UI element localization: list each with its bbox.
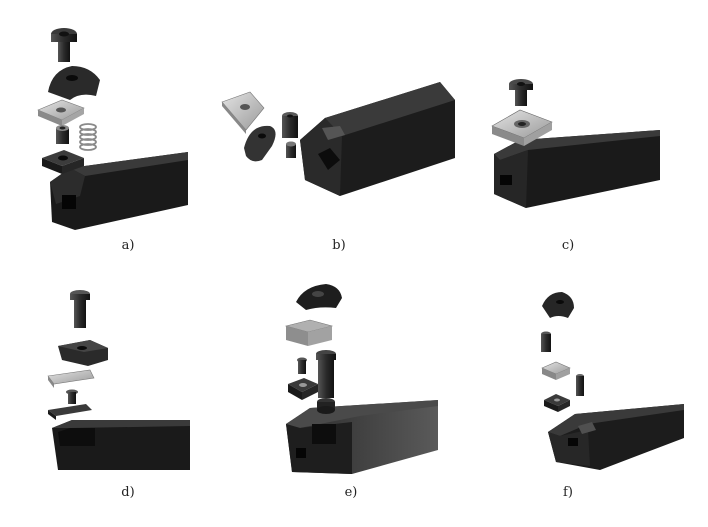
insert-a	[37, 99, 85, 126]
panel-f	[541, 292, 684, 470]
panel-c	[491, 79, 660, 208]
shim-f	[544, 394, 570, 412]
shim-e	[288, 378, 318, 400]
panel-a	[37, 28, 188, 230]
clamp-screw-c	[509, 79, 533, 106]
insert-e	[284, 319, 334, 346]
shim-a	[42, 150, 84, 174]
pin-screw-e	[316, 350, 336, 398]
shim-d	[48, 404, 92, 420]
insert-b	[221, 91, 265, 134]
panel-b	[221, 82, 455, 196]
clamp-finger-f	[542, 292, 574, 318]
panel-label-e: e)	[344, 485, 358, 500]
spring-a	[79, 123, 97, 151]
panel-label-a: a)	[121, 238, 135, 253]
panel-d	[47, 290, 190, 470]
pin-f	[576, 374, 584, 396]
panel-label-d: d)	[121, 485, 135, 500]
insert-f	[541, 361, 571, 380]
insert-d	[47, 369, 95, 388]
lever-b	[244, 125, 276, 162]
insert-c	[491, 109, 553, 146]
clamp-screw-f	[541, 331, 551, 352]
clamp-finger-d	[58, 340, 108, 366]
pin-b	[286, 141, 296, 158]
small-screw-e	[297, 357, 307, 374]
panel-label-f: f)	[563, 485, 573, 500]
toolholder-d	[52, 420, 190, 470]
toolholder-b	[300, 82, 455, 196]
shim-screw-d	[66, 389, 78, 404]
locating-pin-a	[56, 125, 69, 144]
clamp-screw-d	[70, 290, 90, 328]
clamp-screw-b	[282, 112, 298, 138]
washer-e	[317, 398, 335, 414]
clamp-finger-e	[296, 284, 342, 310]
panel-e	[284, 284, 438, 474]
toolholder-f	[548, 404, 684, 470]
panel-label-c: c)	[561, 238, 575, 253]
toolholder-c	[494, 130, 660, 208]
toolholder-e	[286, 400, 438, 474]
clamp-finger-a	[48, 66, 100, 100]
panel-label-b: b)	[332, 238, 346, 253]
clamp-screw-a	[51, 28, 77, 62]
toolholder-a	[50, 152, 188, 230]
